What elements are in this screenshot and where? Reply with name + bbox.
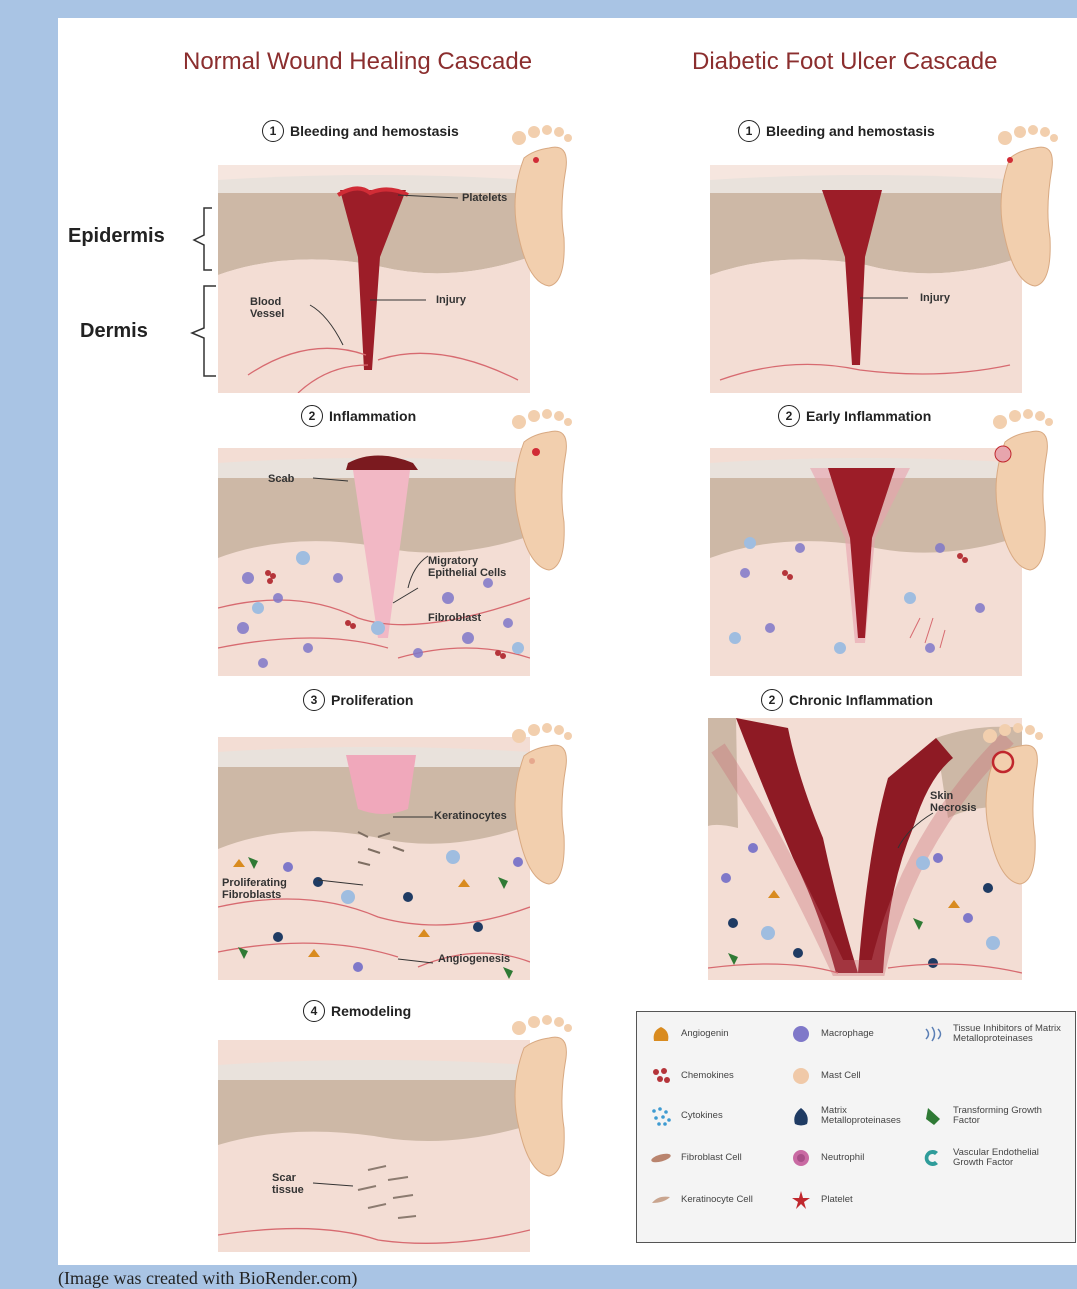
diabetic-cascade-title: Diabetic Foot Ulcer Cascade [692, 48, 997, 76]
step-title-text: Proliferation [331, 692, 413, 708]
epidermis-label: Epidermis [68, 225, 165, 248]
vegf-icon [921, 1146, 945, 1170]
injury-label: Injury [436, 294, 466, 306]
legend: Angiogenin Macrophage Tissue Inhibitors … [636, 1011, 1076, 1243]
foot-icon [504, 716, 574, 888]
step-number: 3 [303, 689, 325, 711]
neutrophil-icon [789, 1146, 813, 1170]
keratinocyte-cell-icon [649, 1188, 673, 1212]
normal-cascade-title: Normal Wound Healing Cascade [183, 48, 532, 76]
legend-item: Chemokines [649, 1064, 769, 1088]
legend-item: Mast Cell [789, 1064, 909, 1088]
diabetic-step-2-title: 2 Early Inflammation [778, 405, 931, 427]
fibroblast-label: Fibroblast [428, 612, 481, 624]
step-title-text: Inflammation [329, 408, 416, 424]
step-title-text: Bleeding and hemostasis [766, 123, 935, 139]
scar-tissue-label: Scar tissue [272, 1172, 304, 1196]
legend-item: Tissue Inhibitors of Matrix Metalloprote… [921, 1022, 1071, 1046]
step-title-text: Early Inflammation [806, 408, 931, 424]
step-number: 2 [761, 689, 783, 711]
normal-step-1-title: 1 Bleeding and hemostasis [262, 120, 459, 142]
step-title-text: Bleeding and hemostasis [290, 123, 459, 139]
timp-icon [921, 1022, 945, 1046]
migratory-cells-label: Migratory Epithelial Cells [428, 555, 506, 579]
normal-remodeling-panel [218, 1040, 530, 1252]
layer-brackets [170, 200, 220, 380]
foot-icon [975, 716, 1050, 888]
mast-cell-icon [789, 1064, 813, 1088]
step-number: 2 [301, 405, 323, 427]
legend-item: Cytokines [649, 1104, 769, 1128]
foot-icon [504, 402, 574, 574]
platelets-label: Platelets [462, 192, 507, 204]
legend-item: Vascular Endothelial Growth Factor [921, 1146, 1071, 1170]
legend-item: Angiogenin [649, 1022, 769, 1046]
diabetic-step-3-title: 2 Chronic Inflammation [761, 689, 933, 711]
legend-item: Platelet [789, 1188, 909, 1212]
angiogenin-icon [649, 1022, 673, 1046]
diabetic-injury-label: Injury [920, 292, 950, 304]
blood-vessel-label: Blood Vessel [250, 296, 300, 320]
tgf-icon [921, 1104, 945, 1128]
keratinocytes-label: Keratinocytes [434, 810, 507, 822]
diabetic-early-inflammation-panel [710, 448, 1022, 676]
step-number: 4 [303, 1000, 325, 1022]
foot-icon [985, 402, 1055, 574]
legend-item: Keratinocyte Cell [649, 1188, 789, 1212]
step-title-text: Remodeling [331, 1003, 411, 1019]
dermis-label: Dermis [80, 320, 148, 343]
fibroblast-cell-icon [649, 1146, 673, 1170]
angiogenesis-label: Angiogenesis [438, 953, 510, 965]
foot-icon [504, 118, 574, 290]
macrophage-icon [789, 1022, 813, 1046]
mmp-icon [789, 1104, 813, 1128]
normal-step-3-title: 3 Proliferation [303, 689, 413, 711]
normal-step-4-title: 4 Remodeling [303, 1000, 411, 1022]
platelet-icon [789, 1188, 813, 1212]
diabetic-hemostasis-panel [710, 165, 1022, 393]
chemokines-icon [649, 1064, 673, 1088]
cytokines-icon [649, 1104, 673, 1128]
normal-proliferation-panel [218, 737, 530, 980]
legend-item: Macrophage [789, 1022, 909, 1046]
legend-item: Transforming Growth Factor [921, 1104, 1071, 1128]
legend-item: Fibroblast Cell [649, 1146, 769, 1170]
foot-icon [990, 118, 1060, 290]
proliferating-fibroblasts-label: Proliferating Fibroblasts [222, 877, 287, 901]
legend-item: Neutrophil [789, 1146, 909, 1170]
step-number: 2 [778, 405, 800, 427]
skin-necrosis-label: Skin Necrosis [930, 790, 976, 814]
diabetic-step-1-title: 1 Bleeding and hemostasis [738, 120, 935, 142]
legend-item: Matrix Metalloproteinases [789, 1104, 919, 1128]
image-caption: (Image was created with BioRender.com) [58, 1268, 357, 1289]
step-number: 1 [738, 120, 760, 142]
foot-icon [504, 1008, 574, 1180]
step-title-text: Chronic Inflammation [789, 692, 933, 708]
scab-label: Scab [268, 473, 294, 485]
step-number: 1 [262, 120, 284, 142]
normal-step-2-title: 2 Inflammation [301, 405, 416, 427]
